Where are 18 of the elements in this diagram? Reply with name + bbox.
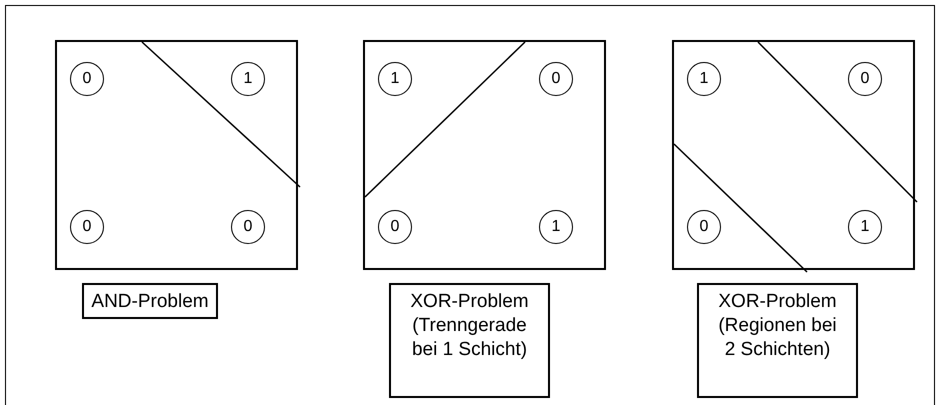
circle-node: 1 bbox=[687, 62, 721, 96]
circle-node: 0 bbox=[539, 62, 573, 96]
circle-node: 0 bbox=[70, 62, 104, 96]
panel-box bbox=[55, 40, 298, 270]
panel-box bbox=[672, 40, 915, 270]
circle-node: 0 bbox=[231, 210, 265, 244]
circle-node: 1 bbox=[848, 210, 882, 244]
label-box: AND-Problem bbox=[82, 283, 218, 319]
circle-node: 0 bbox=[848, 62, 882, 96]
circle-node: 0 bbox=[70, 210, 104, 244]
circle-node: 0 bbox=[687, 210, 721, 244]
circle-node: 0 bbox=[378, 210, 412, 244]
label-box: XOR-Problem (Trenngerade bei 1 Schicht) bbox=[389, 283, 550, 398]
circle-node: 1 bbox=[378, 62, 412, 96]
label-box: XOR-Problem (Regionen bei 2 Schichten) bbox=[697, 283, 858, 398]
circle-node: 1 bbox=[231, 62, 265, 96]
panel-box bbox=[363, 40, 606, 270]
circle-node: 1 bbox=[539, 210, 573, 244]
